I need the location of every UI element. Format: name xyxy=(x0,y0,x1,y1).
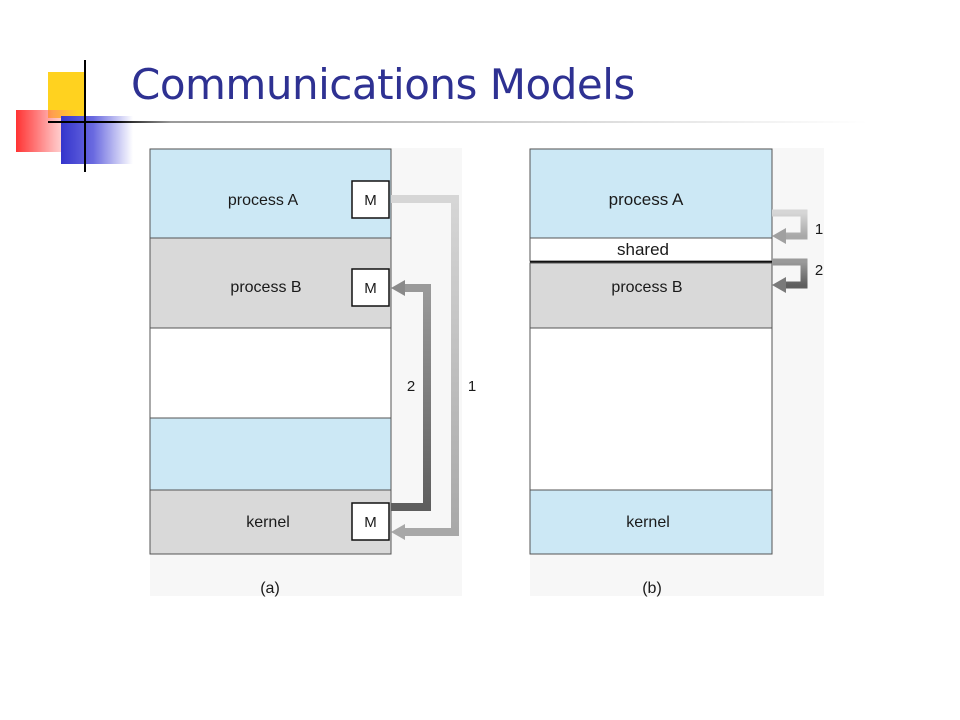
diagram-b: process A shared process B kernel 1 2 (b… xyxy=(529,148,823,597)
a-arrow-2 xyxy=(391,284,431,511)
a-kernel-region xyxy=(149,489,392,555)
b-process-b-label: process B xyxy=(611,279,682,296)
b-kernel-label: kernel xyxy=(626,514,670,531)
a-message-box-kernel xyxy=(351,502,390,541)
b-kernel-region xyxy=(529,489,773,555)
decor-blue-square xyxy=(61,116,133,164)
b-process-a-label: process A xyxy=(609,190,684,209)
b-arrow-1 xyxy=(772,209,808,240)
a-message-box-process-a-label: M xyxy=(364,192,377,209)
a-arrow-2-head xyxy=(391,280,405,296)
a-blue-region xyxy=(149,417,392,491)
a-message-box-kernel-label: M xyxy=(364,514,377,531)
a-message-box-process-b-label: M xyxy=(364,280,377,297)
b-caption: (b) xyxy=(642,580,662,597)
a-process-b-region xyxy=(149,237,392,329)
a-kernel-label: kernel xyxy=(246,514,290,531)
a-empty-region xyxy=(149,327,392,419)
b-arrow-2 xyxy=(772,258,808,289)
a-process-b-label: process B xyxy=(230,279,301,296)
a-arrow-2-label: 2 xyxy=(407,378,415,395)
a-message-box-process-a xyxy=(351,180,390,219)
slide-title: Communications Models xyxy=(131,60,635,109)
decor-title-rule xyxy=(48,121,868,123)
a-arrow-1-head xyxy=(391,524,405,540)
b-arrow-1-head xyxy=(772,228,786,244)
decor-vertical-line xyxy=(84,60,86,172)
b-arrow-1-label: 1 xyxy=(815,221,823,238)
a-message-box-process-b xyxy=(351,268,390,307)
diagram-a: process A process B kernel M M M 2 1 (a) xyxy=(149,148,476,597)
a-process-a-label: process A xyxy=(228,192,299,209)
b-shared-label: shared xyxy=(617,240,669,259)
b-process-a-region xyxy=(529,148,773,239)
a-arrow-1-label: 1 xyxy=(468,378,476,395)
a-arrow-1 xyxy=(391,195,459,536)
b-empty-region xyxy=(529,327,773,491)
b-arrow-2-label: 2 xyxy=(815,262,823,279)
a-caption: (a) xyxy=(260,580,280,597)
b-arrow-2-head xyxy=(772,277,786,293)
b-process-b-region xyxy=(529,262,773,329)
